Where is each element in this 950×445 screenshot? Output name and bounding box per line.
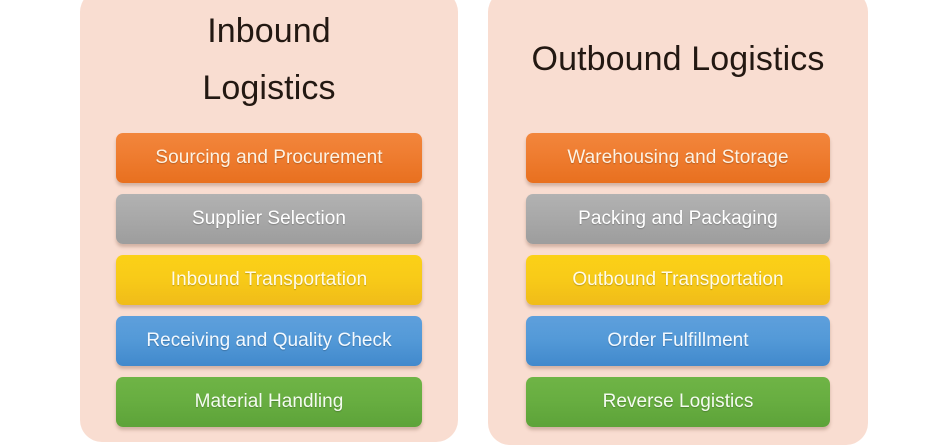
outbound-item-packing-and-packaging[interactable]: Packing and Packaging bbox=[526, 194, 830, 244]
inbound-item-label: Inbound Transportation bbox=[170, 269, 368, 290]
outbound-item-list: Warehousing and Storage Packing and Pack… bbox=[488, 133, 868, 427]
panel-outbound-logistics: Outbound Logistics Warehousing and Stora… bbox=[488, 0, 868, 445]
outbound-item-warehousing-and-storage[interactable]: Warehousing and Storage bbox=[526, 133, 830, 183]
inbound-item-sourcing-and-procurement[interactable]: Sourcing and Procurement bbox=[116, 133, 422, 183]
inbound-item-inbound-transportation[interactable]: Inbound Transportation bbox=[116, 255, 422, 305]
outbound-item-reverse-logistics[interactable]: Reverse Logistics bbox=[526, 377, 830, 427]
panel-inbound-title-line-1: Inbound bbox=[207, 12, 331, 50]
outbound-item-order-fulfillment[interactable]: Order Fulfillment bbox=[526, 316, 830, 366]
inbound-item-receiving-and-quality-check[interactable]: Receiving and Quality Check bbox=[116, 316, 422, 366]
panel-inbound-logistics: Inbound Logistics Sourcing and Procureme… bbox=[80, 0, 458, 442]
inbound-item-label: Sourcing and Procurement bbox=[155, 147, 383, 168]
panel-outbound-title: Outbound Logistics bbox=[531, 40, 825, 78]
inbound-item-label: Material Handling bbox=[194, 391, 344, 412]
outbound-item-label: Outbound Transportation bbox=[572, 269, 784, 290]
outbound-item-label: Packing and Packaging bbox=[578, 208, 778, 229]
outbound-item-label: Order Fulfillment bbox=[607, 330, 749, 351]
inbound-item-label: Supplier Selection bbox=[191, 208, 347, 229]
inbound-item-list: Sourcing and Procurement Supplier Select… bbox=[80, 133, 458, 427]
panel-inbound-title: Inbound Logistics bbox=[80, 3, 458, 117]
panel-inbound-title-line-2: Logistics bbox=[202, 69, 336, 107]
outbound-item-label: Reverse Logistics bbox=[602, 391, 754, 412]
inbound-item-supplier-selection[interactable]: Supplier Selection bbox=[116, 194, 422, 244]
outbound-item-outbound-transportation[interactable]: Outbound Transportation bbox=[526, 255, 830, 305]
inbound-item-label: Receiving and Quality Check bbox=[146, 330, 392, 351]
inbound-item-material-handling[interactable]: Material Handling bbox=[116, 377, 422, 427]
outbound-item-label: Warehousing and Storage bbox=[567, 147, 789, 168]
